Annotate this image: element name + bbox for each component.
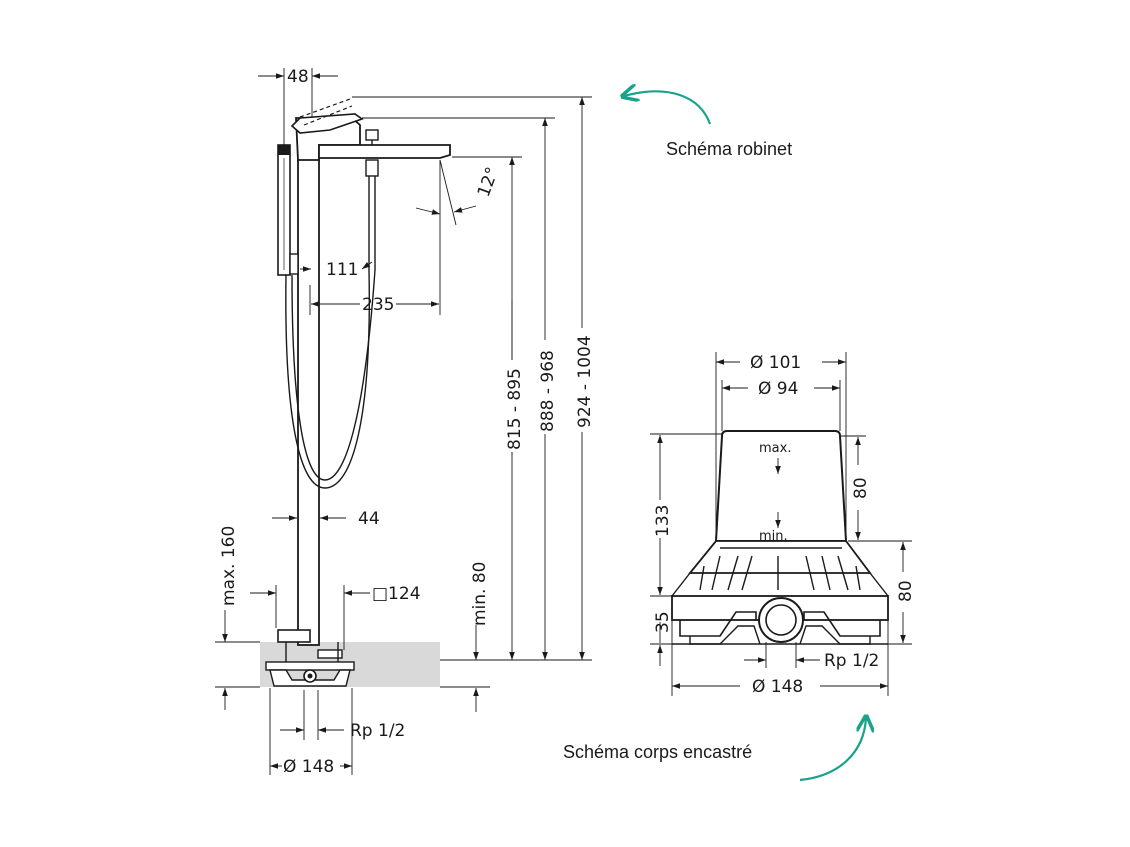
dim-148-faucet: Ø 148 [283, 757, 334, 777]
dim-148-body: Ø 148 [752, 677, 803, 697]
dim-80-right: 80 [896, 580, 916, 602]
faucet-spout [318, 144, 451, 159]
label-min: min. [759, 529, 788, 544]
faucet-base [277, 629, 311, 643]
body-caption-arrow [799, 718, 866, 782]
caption-faucet: Schéma robinet [666, 139, 792, 159]
faucet-drawing: 48 12° 111 235 815 - 895 888 - 968 [215, 67, 595, 777]
dim-924-1004: 924 - 1004 [575, 335, 595, 428]
dim-111: 111 [326, 260, 358, 280]
faucet-column [297, 154, 320, 646]
dim-12-degree: 12° [474, 165, 503, 200]
dim-min-80: min. 80 [470, 562, 490, 627]
dim-48: 48 [287, 67, 309, 87]
dim-rp-body: Rp 1/2 [824, 651, 879, 671]
shower-hose [285, 269, 370, 489]
dim-square-124: □124 [372, 584, 421, 604]
dim-max-160: max. 160 [219, 526, 239, 606]
dim-101: Ø 101 [750, 353, 801, 373]
dim-133: 133 [653, 505, 673, 537]
dim-94: Ø 94 [758, 379, 798, 399]
body-drawing: max. min. Ø 101 Ø 94 80 133 35 [650, 352, 916, 697]
dim-44: 44 [358, 509, 380, 529]
dim-80-top: 80 [851, 477, 871, 499]
dim-35: 35 [653, 611, 673, 633]
dim-815-895: 815 - 895 [505, 368, 525, 450]
faucet-caption-arrow [624, 91, 712, 125]
caption-body: Schéma corps encastré [563, 742, 752, 762]
faucet-lever [290, 113, 364, 134]
dim-rp-faucet: Rp 1/2 [350, 721, 405, 741]
dim-235: 235 [362, 295, 394, 315]
label-max: max. [759, 441, 791, 456]
captions: Schéma robinet Schéma corps encastré [563, 91, 866, 782]
dim-888-968: 888 - 968 [538, 350, 558, 432]
